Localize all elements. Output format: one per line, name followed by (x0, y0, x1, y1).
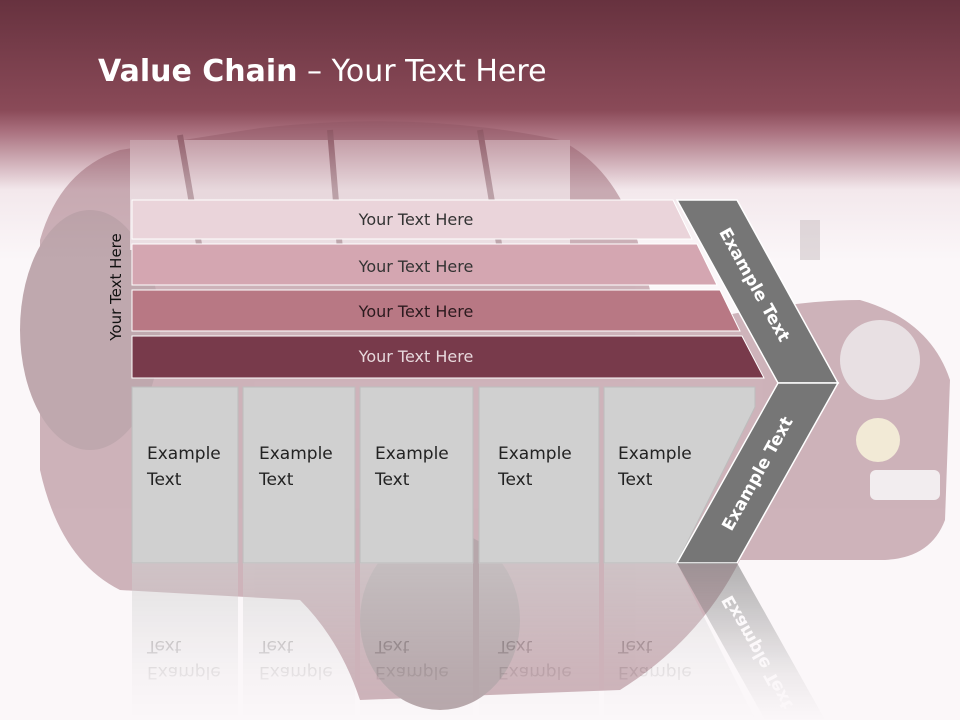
example-box-1-line1: Example (147, 444, 221, 464)
bar-1-label: Your Text Here (358, 210, 474, 229)
reflection-text: Text (146, 636, 182, 656)
example-box-2-line2: Text (258, 470, 294, 490)
bottom-row-reflection: Example Text Example Text Example Text E… (132, 563, 826, 720)
bar-2-label: Your Text Here (358, 257, 474, 276)
reflection-text: Text (258, 636, 294, 656)
reflection-text: Text (617, 636, 653, 656)
example-box-2 (242, 386, 356, 564)
bar-1 (131, 199, 693, 240)
reflection-text: Example (147, 662, 221, 682)
reflection-text: Example (498, 662, 572, 682)
example-box-3-line2: Text (374, 470, 410, 490)
example-box-5 (603, 386, 756, 564)
bar-3 (131, 289, 741, 332)
side-label: Your Text Here (107, 233, 125, 341)
example-box-4-line1: Example (498, 444, 572, 464)
title-bold: Value Chain (98, 54, 298, 89)
reflection-text: Text (497, 636, 533, 656)
value-bars: Your Text Here Your Text Here Your Text … (131, 199, 765, 379)
reflection-text: Example (259, 662, 333, 682)
example-box-5-line1: Example (618, 444, 692, 464)
example-box-4 (478, 386, 600, 564)
reflection-text: Example (618, 662, 692, 682)
reflection-text: Text (374, 636, 410, 656)
reflection-text: Example (375, 662, 449, 682)
bar-4 (131, 335, 765, 379)
bar-4-label: Your Text Here (358, 347, 474, 366)
example-box-2-line1: Example (259, 444, 333, 464)
example-box-4-line2: Text (497, 470, 533, 490)
title-rest: – Your Text Here (297, 54, 547, 89)
bar-3-label: Your Text Here (358, 302, 474, 321)
example-box-3-line1: Example (375, 444, 449, 464)
example-box-5-line2: Text (617, 470, 653, 490)
example-box-3 (359, 386, 474, 564)
example-box-1-line2: Text (146, 470, 182, 490)
example-boxes: Example Text Example Text Example Text E… (131, 386, 756, 564)
bar-2 (131, 243, 718, 286)
slide-title: Value Chain – Your Text Here (98, 54, 547, 89)
